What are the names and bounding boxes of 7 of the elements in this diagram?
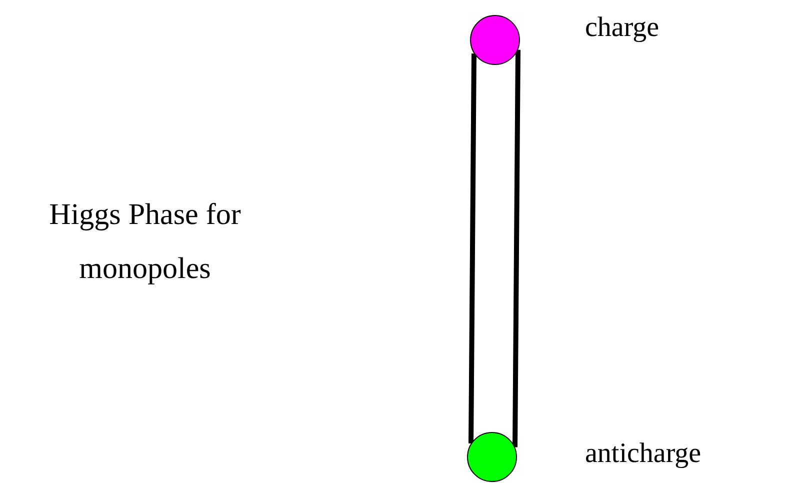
title-text: Higgs Phase for monopoles (48, 197, 242, 287)
charge-label: anticharge (585, 440, 702, 468)
charge-circle (467, 432, 517, 482)
flux-tube-line (512, 50, 520, 448)
charge-label: charge (585, 14, 660, 42)
flux-tube-line (468, 54, 476, 444)
charge-circle (470, 15, 520, 65)
